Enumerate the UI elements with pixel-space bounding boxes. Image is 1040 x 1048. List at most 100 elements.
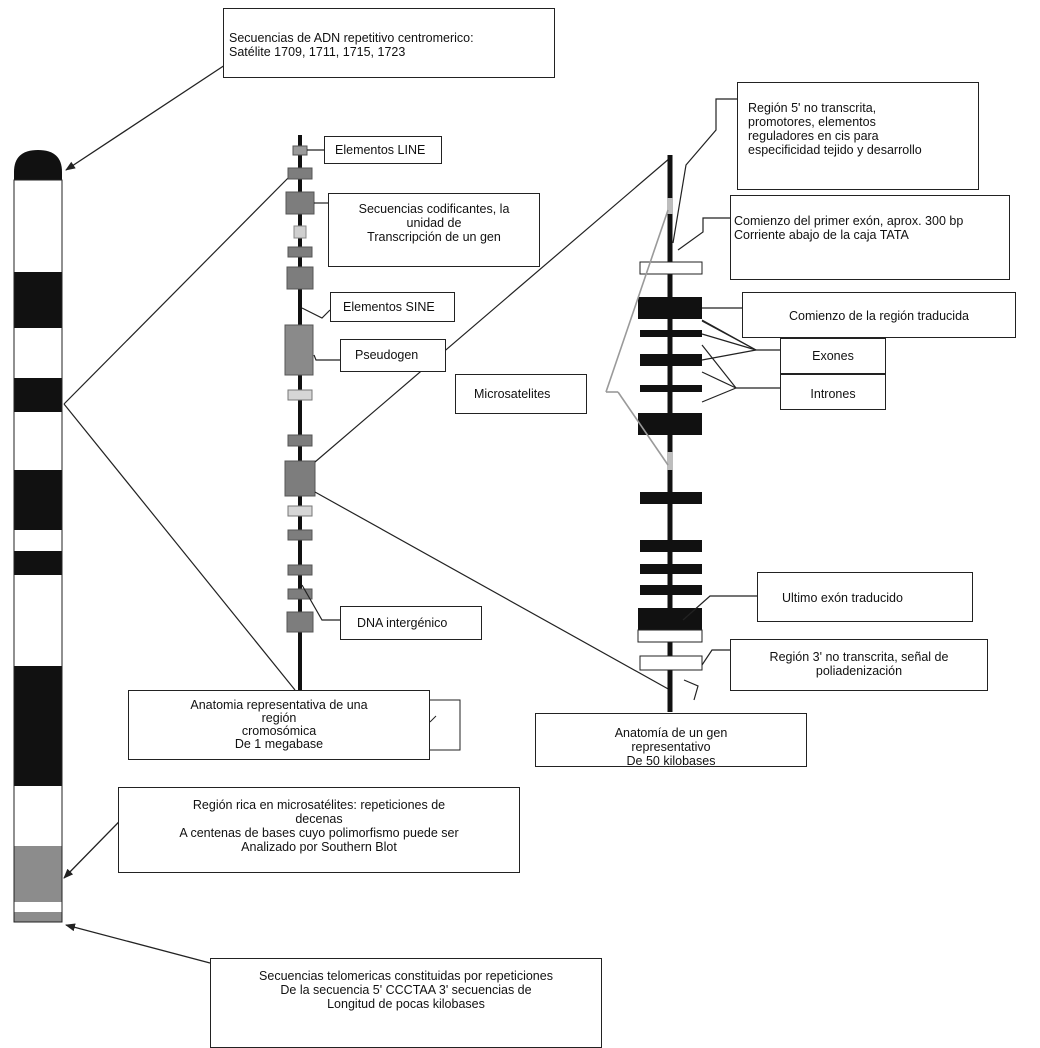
exons-text: Exones [812, 349, 854, 363]
sine-elements-label: Elementos SINE [330, 292, 455, 322]
line-elements-label: Elementos LINE [324, 136, 442, 164]
microsatellites-text: Microsatelites [474, 387, 551, 401]
first-exon-label-box: Comienzo del primer exón, aprox. 300 bp … [730, 195, 1010, 280]
exon [638, 608, 702, 630]
chromosome-border [13, 179, 63, 923]
first-exon-line-1: Comienzo del primer exón, aprox. 300 bp [734, 214, 964, 228]
arrow-centromeric [65, 64, 226, 171]
exon [640, 354, 702, 366]
coding-line-2: unidad de [406, 216, 462, 230]
intergenic-text: DNA intergénico [357, 616, 448, 630]
centromeric-line-2: Satélite 1709, 1711, 1715, 1723 [229, 45, 406, 59]
region-column [284, 135, 316, 720]
utr5-line-3: reguladores en cis para [748, 129, 879, 143]
pseudogene-text: Pseudogen [355, 348, 419, 362]
region-block [287, 167, 313, 180]
telomeric-line-1: Secuencias telomericas constituidas por … [259, 969, 553, 983]
region-leaders [301, 149, 340, 621]
utr3-label-box: Región 3' no transcrita, señal de poliad… [730, 639, 988, 691]
microsat-region-label-box: Región rica en microsatélites: repeticio… [118, 787, 520, 873]
chromosome-band-dark [14, 378, 62, 412]
region-anatomy-box: Anatomia representativa de una región cr… [128, 690, 430, 760]
gene-column [637, 155, 703, 712]
region-block-light [293, 225, 307, 239]
zoom-lines-region [63, 167, 299, 691]
exon [638, 297, 702, 319]
introns-text: Intrones [810, 387, 856, 401]
centromeric-line-1: Secuencias de ADN repetitivo centromeric… [229, 31, 474, 45]
microsat-region-line-4: Analizado por Southern Blot [241, 840, 397, 854]
gene-leaders [672, 98, 780, 701]
exon [638, 413, 702, 435]
region-box-bracket [429, 699, 461, 751]
exons-label: Exones [780, 338, 886, 374]
microsat-mark [667, 198, 673, 214]
region-block [286, 266, 314, 290]
region-anatomy-line-1: Anatomia representativa de una [190, 698, 368, 712]
exon [640, 585, 702, 595]
gene-anatomy-line-3: De 50 kilobases [626, 754, 716, 767]
first-exon-line-2: Corriente abajo de la caja TATA [734, 228, 909, 242]
microsat-mark [667, 452, 673, 470]
line-element [292, 145, 308, 156]
coding-block [285, 191, 315, 215]
exon [640, 330, 702, 337]
utr3-line-2: poliadenización [815, 664, 903, 678]
chromosome-outline [13, 179, 63, 741]
zoom-lines-gene [314, 157, 671, 691]
last-exon-text: Ultimo exón traducido [782, 591, 903, 605]
gene-anatomy-line-2: representativo [631, 740, 711, 754]
sine-elements-text: Elementos SINE [343, 300, 435, 314]
arrow-telomeric [65, 923, 211, 964]
utr3-line-1: Región 3' no transcrita, señal de [769, 650, 949, 664]
pseudogene-block [284, 324, 314, 376]
coding-label-box: Secuencias codificantes, la unidad de Tr… [328, 193, 540, 267]
last-exon-label: Ultimo exón traducido [757, 572, 973, 622]
utr5-line-2: promotores, elementos [748, 115, 876, 129]
utr5-line-1: Región 5' no transcrita, [748, 101, 877, 115]
region-block-light [287, 505, 313, 517]
microsat-region-line-3: A centenas de bases cuyo polimorfismo pu… [179, 826, 459, 840]
microsat-region-line-2: decenas [295, 812, 343, 826]
region-anatomy-line-3: cromosómica [241, 724, 317, 738]
chromosome-band-dark [14, 272, 62, 328]
chromosome-band-dark [14, 551, 62, 575]
telomeric-line-2: De la secuencia 5' CCCTAA 3' secuencias … [280, 983, 532, 997]
pseudogene-label: Pseudogen [340, 339, 446, 372]
chromosome-band-gray [14, 912, 62, 922]
chromosome-band-dark [14, 666, 62, 786]
chromosome-cap [14, 150, 62, 180]
region-anatomy-line-2: región [261, 711, 297, 725]
region-block [287, 564, 313, 576]
chromosome-band-gray [14, 846, 62, 902]
centromeric-label-box: Secuencias de ADN repetitivo centromeric… [223, 8, 555, 78]
region-block [287, 434, 313, 447]
region-block [287, 588, 313, 600]
gene-block [284, 460, 316, 497]
translated-start-label: Comienzo de la región traducida [742, 292, 1016, 338]
utr3-box [639, 655, 703, 671]
intergenic-label: DNA intergénico [340, 606, 482, 640]
region-block [287, 529, 313, 541]
microsatellites-label: Microsatelites [455, 374, 587, 414]
exon [640, 492, 702, 504]
microsat-region-line-1: Región rica en microsatélites: repeticio… [192, 798, 446, 812]
microsat-leaders [605, 209, 669, 466]
gene-anatomy-line-1: Anatomía de un gen [614, 726, 728, 740]
chromosome [13, 150, 63, 923]
coding-line-3: Transcripción de un gen [367, 230, 501, 244]
first-exon-box [639, 261, 703, 275]
gene-anatomy-box: Anatomía de un gen representativo De 50 … [535, 713, 807, 767]
utr5-line-4: especificidad tejido y desarrollo [748, 143, 922, 157]
exon [640, 385, 702, 392]
telomeric-line-3: Longitud de pocas kilobases [327, 997, 485, 1011]
exon [640, 564, 702, 574]
last-exon-outline [637, 629, 703, 643]
region-block [287, 246, 313, 258]
line-elements-text: Elementos LINE [335, 143, 426, 157]
region-anatomy-line-4: De 1 megabase [234, 737, 324, 751]
telomeric-label-box: Secuencias telomericas constituidas por … [210, 958, 602, 1048]
translated-start-text: Comienzo de la región traducida [789, 309, 969, 323]
region-block [286, 611, 314, 633]
